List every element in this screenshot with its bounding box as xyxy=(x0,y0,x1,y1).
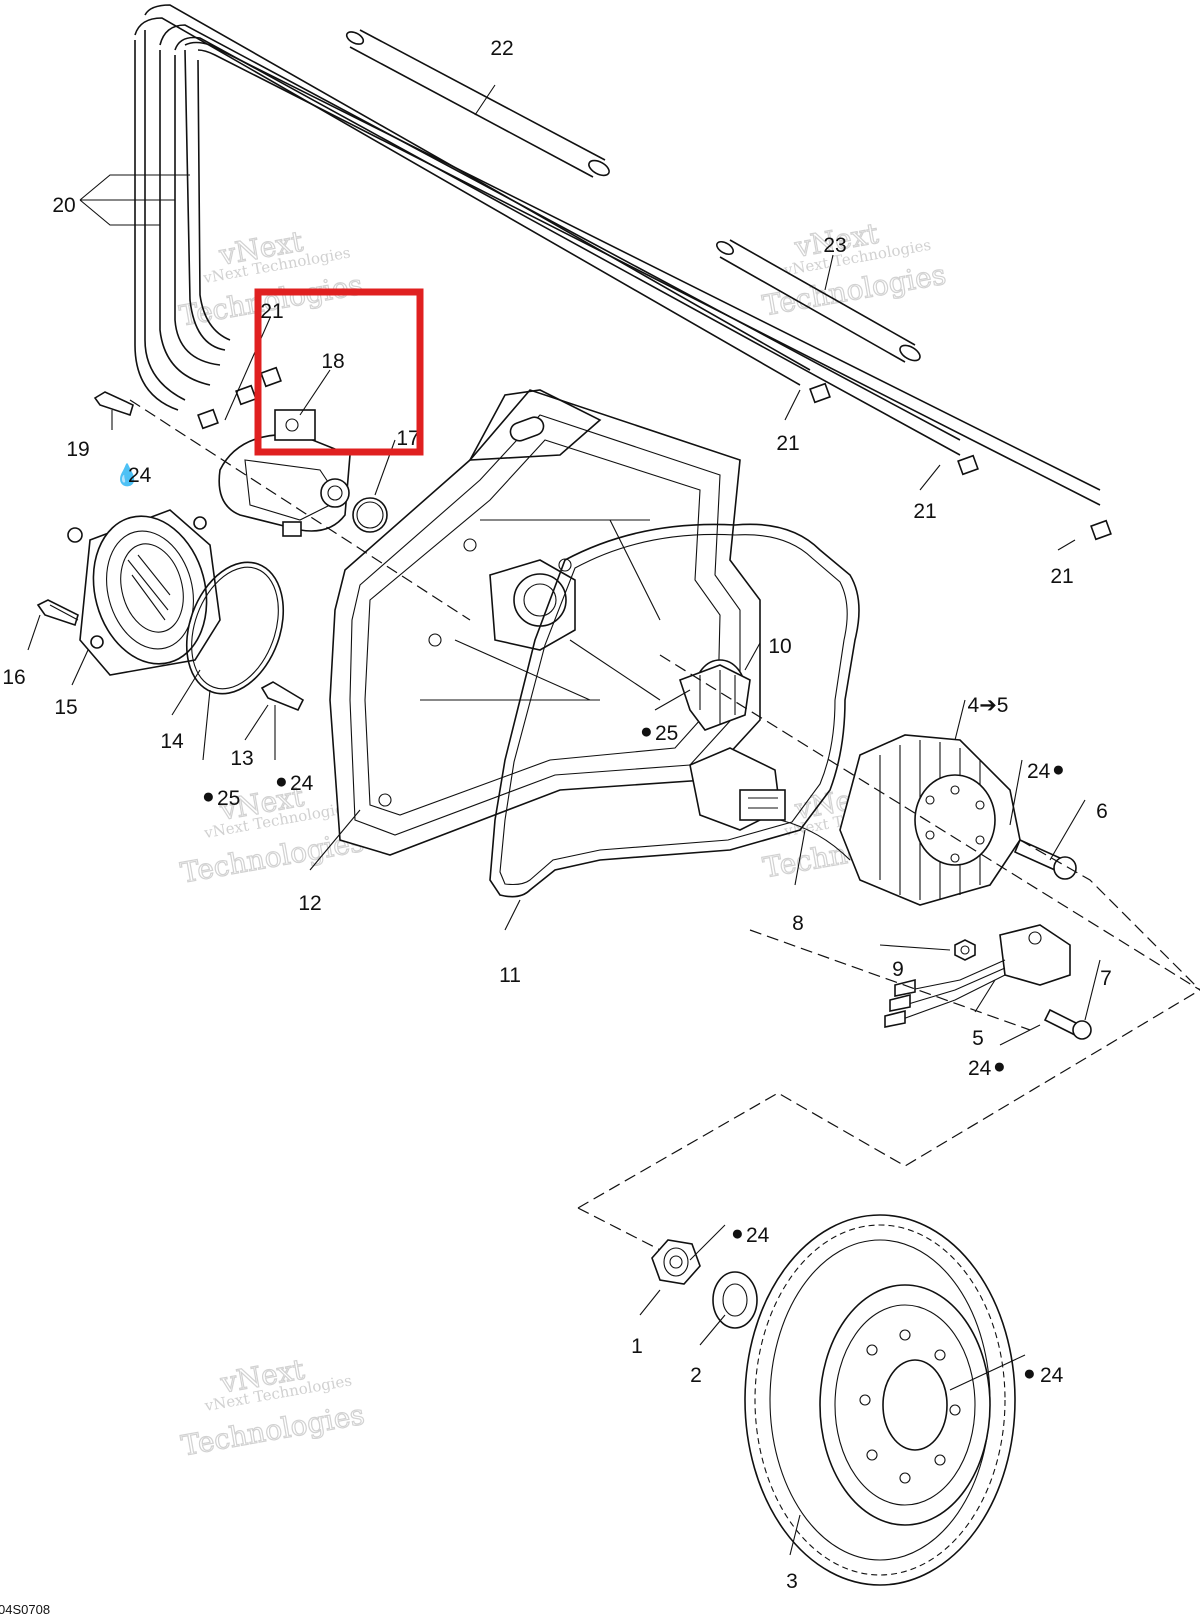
svg-text:●: ● xyxy=(275,770,288,793)
label-6: 6 xyxy=(1096,800,1108,823)
svg-text:●: ● xyxy=(640,720,653,743)
label-23: 23 xyxy=(823,234,846,257)
svg-text:●: ● xyxy=(202,785,215,808)
label-17: 17 xyxy=(396,427,419,450)
label-8: 8 xyxy=(792,912,804,935)
svg-text:24: 24 xyxy=(290,772,314,795)
hose-22 xyxy=(345,29,610,178)
magneto-cover-12 xyxy=(329,389,761,856)
hose-23 xyxy=(716,239,921,363)
svg-text:25: 25 xyxy=(655,722,678,745)
label-12: 12 xyxy=(298,892,321,915)
o-ring-17 xyxy=(352,497,388,533)
assembly-outline-lower xyxy=(577,989,1200,1256)
label-24-e: ● 24 xyxy=(731,1222,770,1247)
label-3: 3 xyxy=(786,1570,798,1593)
label-21-a: 21 xyxy=(260,300,283,323)
label-10: 10 xyxy=(768,635,791,658)
svg-text:💧: 💧 xyxy=(114,462,140,487)
part-labels: 22 20 23 21 18 17 21 21 21 19 💧 24 16 15… xyxy=(0,37,1112,1617)
label-19: 19 xyxy=(66,438,89,461)
watermark-top-right: vNext vNext Technologies Technologies xyxy=(759,216,948,323)
label-24-a: 💧 24 xyxy=(114,462,152,487)
bolt-19 xyxy=(93,391,134,417)
label-1: 1 xyxy=(631,1335,643,1358)
label-9: 9 xyxy=(892,958,904,981)
svg-text:24: 24 xyxy=(1027,760,1051,783)
svg-text:●: ● xyxy=(1023,1362,1036,1385)
bolt-16 xyxy=(36,599,79,627)
svg-text:●: ● xyxy=(1052,758,1065,781)
label-20: 20 xyxy=(52,194,75,217)
label-24-b: ● 24 xyxy=(275,770,314,795)
label-15: 15 xyxy=(54,696,77,719)
label-13: 13 xyxy=(230,747,253,770)
label-22: 22 xyxy=(490,37,513,60)
svg-text:25: 25 xyxy=(217,787,240,810)
diagram-code: 04S0708 xyxy=(0,1602,50,1617)
label-14: 14 xyxy=(160,730,184,753)
nut-1 xyxy=(651,1239,701,1285)
highlight-box xyxy=(254,288,424,456)
label-5: 5 xyxy=(972,1027,984,1050)
label-21-d: 21 xyxy=(1050,565,1073,588)
bolt-13 xyxy=(260,681,305,712)
oil-hoses-20 xyxy=(134,4,1101,506)
label-21-c: 21 xyxy=(913,500,936,523)
oil-pump-18 xyxy=(218,409,388,537)
svg-text:●: ● xyxy=(731,1222,744,1245)
label-24-d: 24 ● xyxy=(968,1055,1006,1080)
watermark-bottom-left: vNext vNext Technologies Technologies xyxy=(178,1352,367,1463)
coupler-10 xyxy=(678,659,751,731)
hose-clamps-21 xyxy=(197,366,1112,541)
o-ring-14 xyxy=(185,561,285,695)
svg-text:24: 24 xyxy=(128,464,152,487)
label-25-b: ● 25 xyxy=(640,720,678,745)
label-24-f: ● 24 xyxy=(1023,1362,1064,1387)
label-16: 16 xyxy=(2,666,25,689)
flywheel-3 xyxy=(744,1214,1016,1586)
label-24-c: 24 ● xyxy=(1027,758,1065,783)
label-25-a: ● 25 xyxy=(202,785,240,810)
svg-text:24: 24 xyxy=(746,1224,770,1247)
label-21-b: 21 xyxy=(776,432,799,455)
label-18: 18 xyxy=(321,350,344,373)
label-2: 2 xyxy=(690,1364,702,1387)
coupler-8 xyxy=(689,747,786,831)
bearing-housing-15 xyxy=(67,509,221,676)
svg-text:●: ● xyxy=(993,1055,1006,1078)
bolt-7 xyxy=(1043,1008,1092,1040)
label-4-to-5: 4➔5 xyxy=(968,694,1009,717)
label-7: 7 xyxy=(1100,967,1112,990)
gasket-11 xyxy=(489,523,860,898)
assembly-outline-upper xyxy=(129,399,1200,1031)
bolt-6 xyxy=(1013,838,1077,880)
svg-text:24: 24 xyxy=(968,1057,992,1080)
nut-9 xyxy=(954,939,976,961)
stator-4 xyxy=(779,734,1021,906)
label-11: 11 xyxy=(499,964,521,987)
svg-text:24: 24 xyxy=(1040,1364,1064,1387)
sensor-5 xyxy=(884,924,1071,1028)
washer-2 xyxy=(712,1271,758,1329)
